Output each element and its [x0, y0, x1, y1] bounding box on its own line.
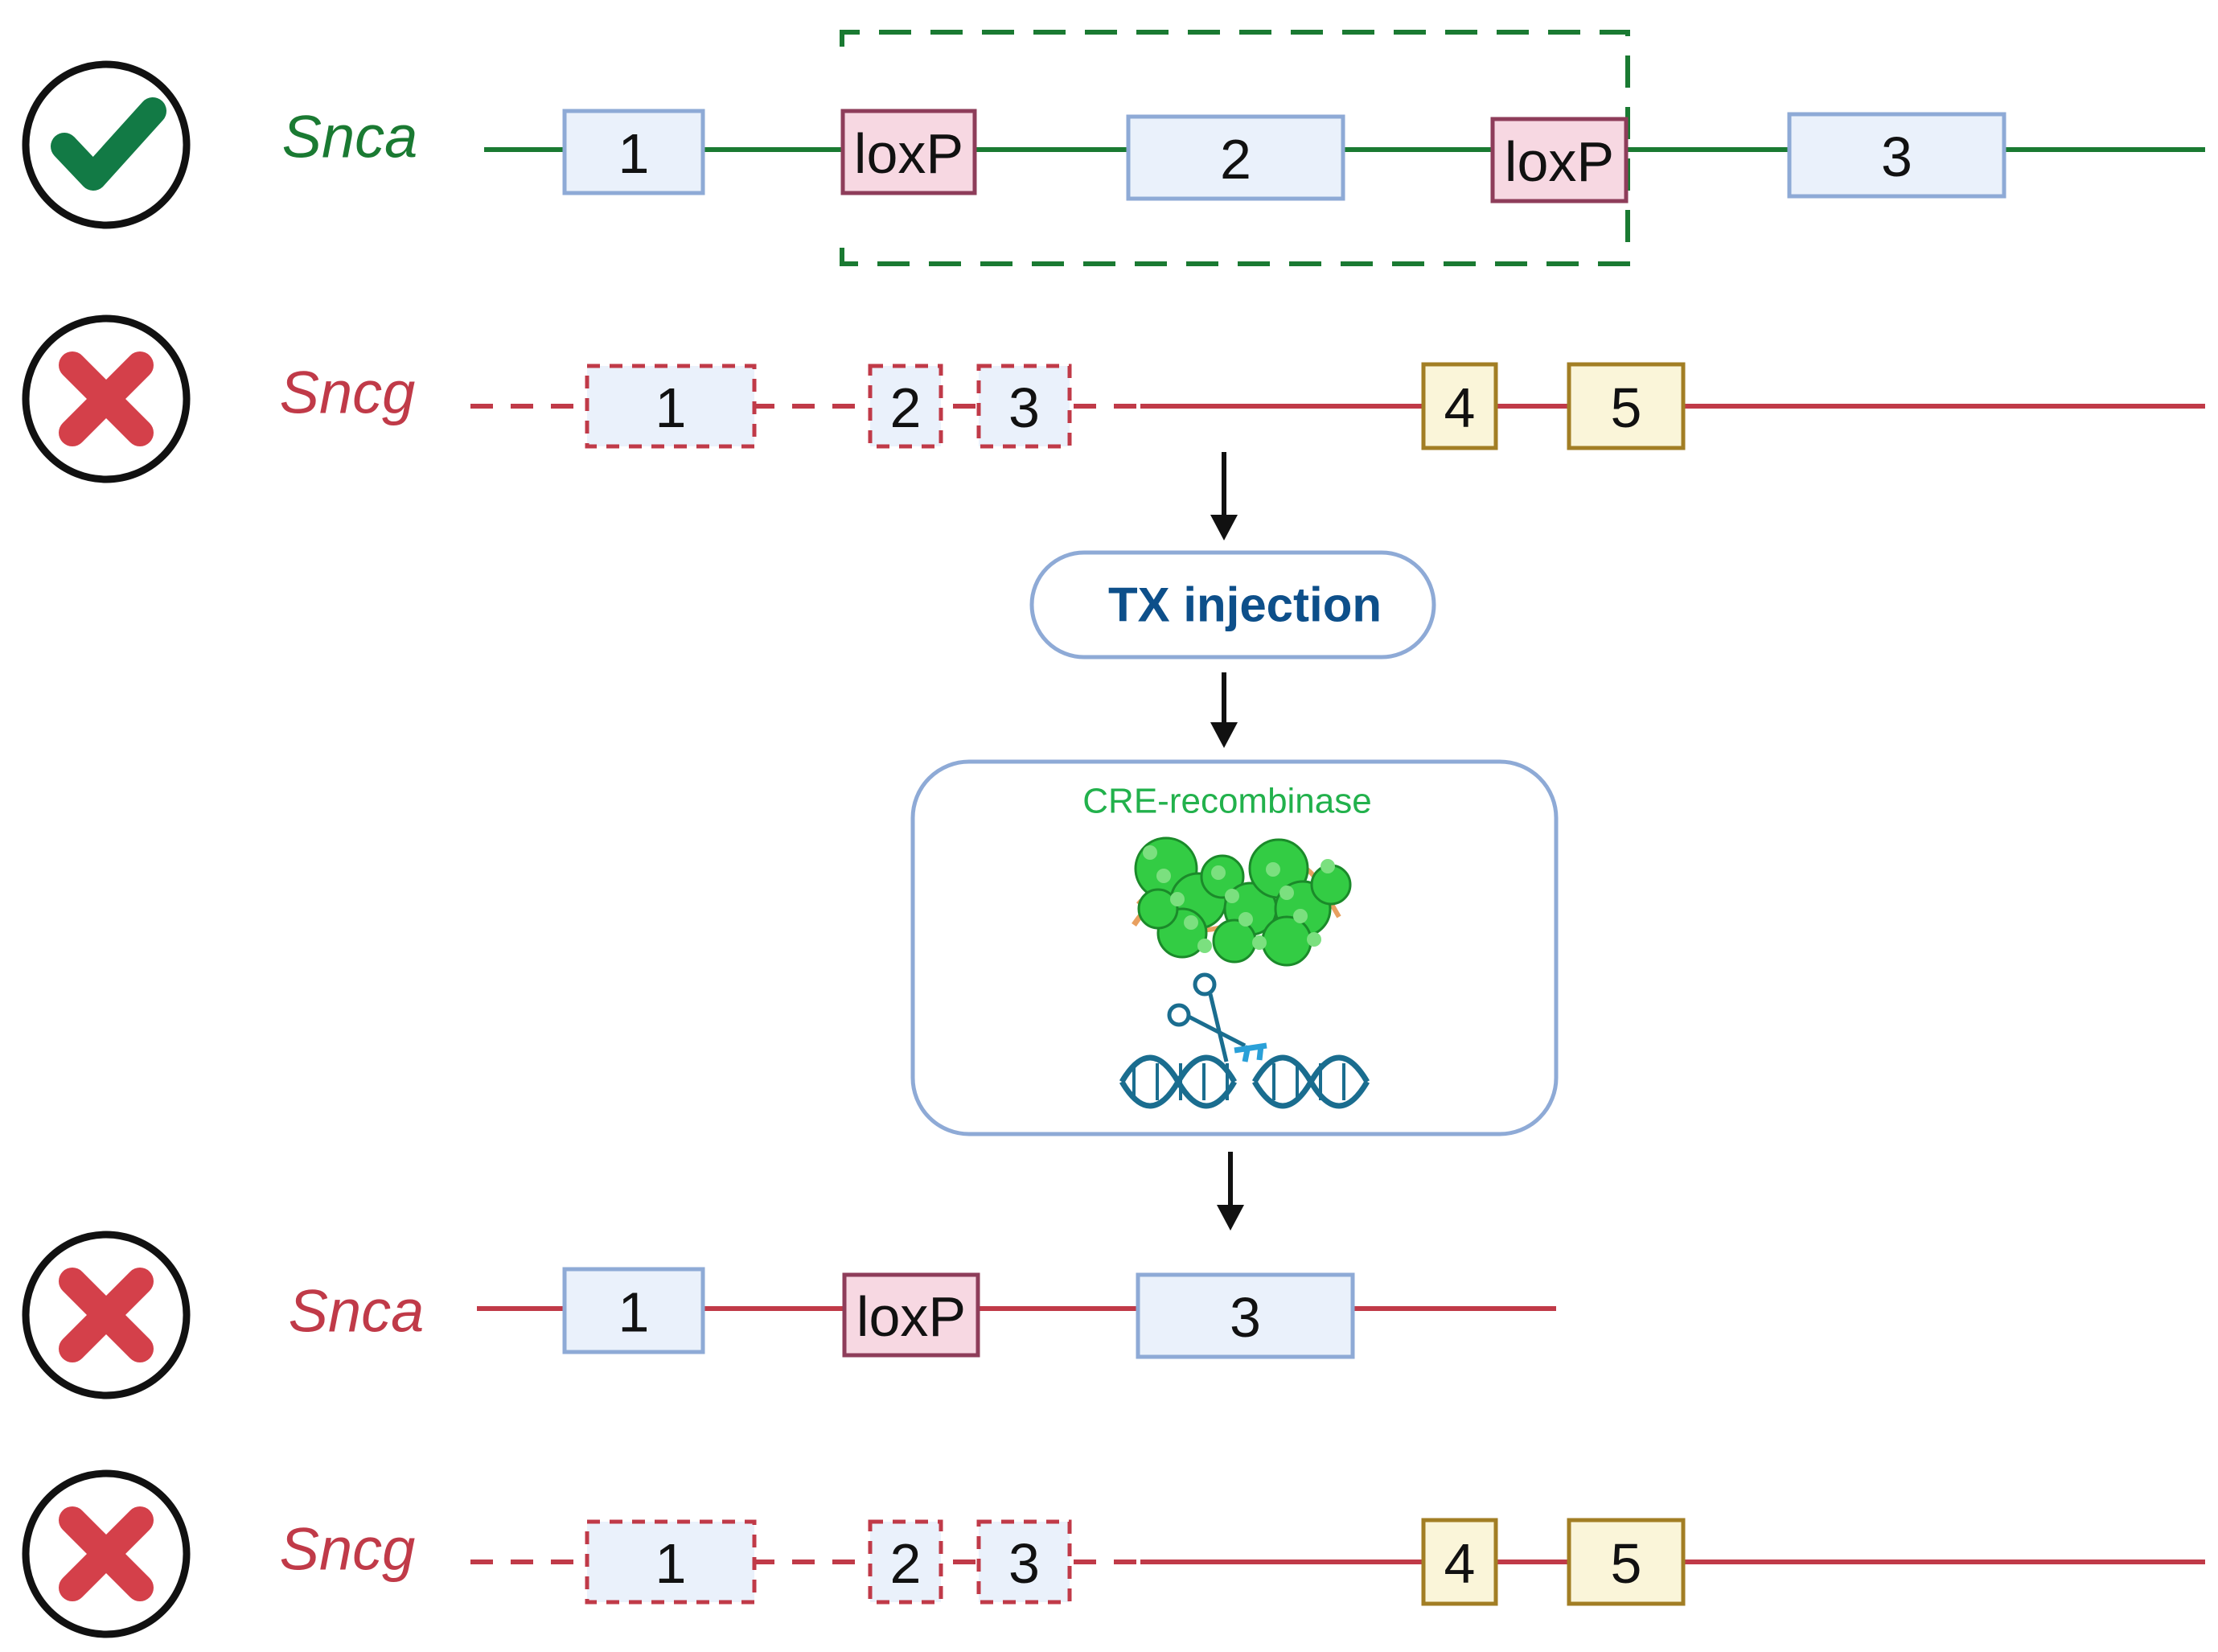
step-pill	[1029, 550, 1436, 660]
enzyme-label: CRE-recombinase	[1082, 782, 1371, 821]
arrow-head	[1210, 722, 1238, 748]
deleted-exon-box	[585, 364, 757, 449]
flow-arrow	[1210, 672, 1238, 748]
exon-box	[562, 1267, 705, 1354]
cross-stroke	[59, 1506, 154, 1601]
arrow-head	[1217, 1205, 1244, 1231]
protein-detail	[1307, 932, 1321, 947]
row-sncg-3: Sncg 1 2 3 4 5	[22, 1469, 2205, 1638]
exon-box	[1421, 1518, 1498, 1606]
flow-arrow	[1210, 452, 1238, 540]
protein-detail	[1156, 869, 1171, 883]
loxp-label: loxP	[1505, 130, 1614, 193]
floxed-region	[840, 30, 1630, 266]
exon-label: 1	[618, 122, 650, 185]
scissor-blade	[1187, 1014, 1247, 1048]
cre-recombinase-panel: CRE-recombinase	[910, 759, 1559, 1136]
exon-box	[1787, 112, 2006, 199]
exon-label: 3	[1230, 1286, 1261, 1349]
deleted-exon-box	[585, 1519, 757, 1605]
exon-box	[1421, 362, 1498, 450]
exon-label: 4	[1444, 376, 1476, 439]
exon-box	[562, 109, 705, 195]
scissors-dna-icon	[1119, 972, 1370, 1109]
cross-icon	[22, 314, 191, 483]
protein-detail	[1197, 939, 1212, 953]
arrow-head	[1210, 515, 1238, 540]
row-snca-floxed: Snca 1 loxP 2 loxP 3	[22, 30, 2205, 266]
protein-helix	[1212, 918, 1257, 964]
exon-box	[1567, 1518, 1686, 1606]
protein-detail	[1170, 892, 1185, 906]
deleted-exon-box	[868, 1519, 943, 1605]
check-icon	[22, 60, 191, 229]
protein-detail	[1293, 909, 1308, 923]
protein-detail	[1143, 845, 1157, 860]
exon-box	[1126, 114, 1345, 201]
protein-structure-icon	[1132, 836, 1352, 967]
loxp-label: loxP	[856, 1285, 966, 1348]
gene-label: Sncg	[280, 360, 416, 426]
exon-label: 2	[890, 376, 922, 439]
protein-detail	[1266, 862, 1280, 877]
protein-detail	[1184, 915, 1198, 930]
protein-helix	[1261, 915, 1312, 967]
tx-injection-step: TX injection	[1029, 550, 1436, 660]
row-sncg-1: Sncg 1 2 3 4 5	[22, 314, 2205, 483]
protein-detail	[1211, 865, 1226, 880]
exon-box	[1567, 362, 1686, 450]
exon-label: 2	[1220, 128, 1251, 191]
protein-detail	[1321, 859, 1335, 873]
cross-icon	[22, 1231, 191, 1399]
cross-stroke	[59, 1268, 154, 1362]
dna-helix	[1119, 1054, 1370, 1109]
exon-label: 3	[1008, 376, 1040, 439]
protein-detail	[1279, 886, 1294, 900]
step-label: TX injection	[1108, 578, 1382, 632]
row-snca-excised: Snca 1 loxP 3	[22, 1231, 1556, 1399]
loxp-site	[840, 109, 977, 195]
protein-detail	[1252, 935, 1267, 950]
deleted-exon-box	[976, 364, 1072, 449]
gene-label: Snca	[282, 104, 418, 171]
loxp-site	[1490, 117, 1629, 203]
exon-label: 1	[618, 1281, 650, 1344]
exon-label: 5	[1611, 376, 1642, 439]
scissor-blade	[1208, 993, 1229, 1062]
exon-label: 1	[655, 376, 687, 439]
gene-label: Sncg	[280, 1516, 416, 1583]
cut-fragment	[1234, 1042, 1267, 1062]
exon-label: 3	[1008, 1532, 1040, 1595]
scissor-handle	[1167, 1003, 1191, 1027]
cross-stroke	[59, 351, 154, 446]
protein-detail	[1225, 889, 1239, 903]
gene-label: Snca	[289, 1278, 425, 1345]
check-mark	[51, 97, 166, 191]
scissor-handle	[1193, 972, 1217, 997]
deleted-exon-box	[976, 1519, 1072, 1605]
exon-label: 3	[1881, 125, 1912, 188]
flow-arrow	[1217, 1152, 1244, 1231]
exon-box	[1136, 1272, 1355, 1359]
exon-label: 5	[1611, 1532, 1642, 1595]
exon-label: 1	[655, 1532, 687, 1595]
protein-helix	[1137, 888, 1179, 930]
deleted-exon-box	[868, 364, 943, 449]
loxp-label: loxP	[854, 122, 963, 185]
loxp-site	[842, 1272, 980, 1358]
protein-detail	[1238, 912, 1253, 927]
exon-label: 4	[1444, 1532, 1476, 1595]
exon-label: 2	[890, 1532, 922, 1595]
cross-icon	[22, 1469, 191, 1638]
